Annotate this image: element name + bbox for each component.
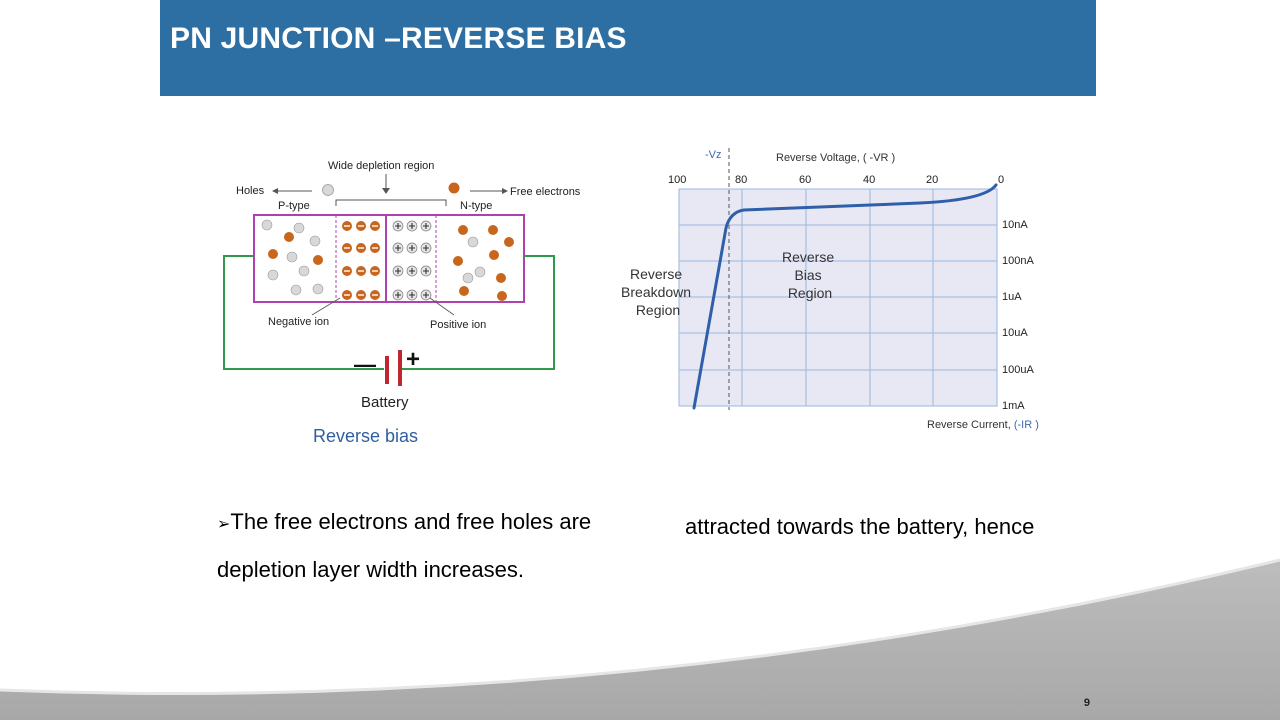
depletion-arrow-head <box>382 188 390 194</box>
battery-plus: + <box>406 346 420 373</box>
pn-junction-diagram: Wide depletion region Holes Free electro… <box>223 160 581 446</box>
x-tick-20: 20 <box>926 174 938 186</box>
bullet-icon: ➢ <box>217 514 231 533</box>
y-tick-10na: 10nA <box>1002 219 1028 231</box>
hole-legend <box>322 184 334 196</box>
vz-label: -Vz <box>705 149 722 161</box>
negative-ion-label: Negative ion <box>268 316 329 328</box>
bias-label-line2: Bias <box>794 267 821 283</box>
reverse-curve <box>692 183 998 410</box>
breakdown-label-line2: Breakdown <box>621 284 691 300</box>
x-tick-60: 60 <box>799 174 811 186</box>
y-tick-100ua: 100uA <box>1002 364 1034 376</box>
electrons-arrow-head <box>502 188 508 194</box>
swoosh-highlight <box>0 558 1280 695</box>
battery-cell-pos <box>398 350 402 386</box>
electron-legend <box>448 182 460 194</box>
y-axis-title: Reverse Current, (-IR ) <box>927 419 1039 431</box>
positive-ion-label: Positive ion <box>430 319 486 331</box>
y-tick-100na: 100nA <box>1002 255 1034 267</box>
y-tick-1ua: 1uA <box>1002 291 1022 303</box>
breakdown-region-label: Reverse Breakdown Region <box>621 266 695 318</box>
positive-ion-signs <box>395 223 429 298</box>
circuit-wire-right <box>400 255 555 370</box>
x-tick-100: 100 <box>668 174 686 186</box>
p-region-carriers <box>261 219 324 296</box>
wide-depletion-label: Wide depletion region <box>328 160 434 172</box>
y-tick-1ma: 1mA <box>1002 400 1025 412</box>
body-line-2: depletion layer width increases. <box>217 557 524 583</box>
reverse-bias-caption: Reverse bias <box>313 426 418 446</box>
free-electrons-label: Free electrons <box>510 186 581 198</box>
reverse-characteristic-graph: -Vz Reverse Voltage, ( -VR ) 100 80 60 4… <box>621 148 1039 431</box>
bias-region-label: Reverse Bias Region <box>782 249 838 301</box>
battery-minus: — <box>354 352 376 377</box>
battery-label: Battery <box>361 394 409 411</box>
holes-label: Holes <box>236 185 265 197</box>
swoosh-shape <box>0 560 1280 720</box>
plot-grid <box>679 189 997 406</box>
negative-ions <box>342 221 380 300</box>
battery-cell-neg <box>385 356 389 384</box>
x-axis-title: Reverse Voltage, ( -VR ) <box>776 152 895 164</box>
n-region-carriers <box>453 225 514 301</box>
breakdown-label-line1: Reverse <box>630 266 682 282</box>
bottom-swoosh <box>0 558 1280 720</box>
circuit-wire-left <box>223 255 384 370</box>
y-axis-title-sub: (-IR ) <box>1014 419 1039 431</box>
n-type-label: N-type <box>460 200 492 212</box>
body-text-2: depletion layer width increases. <box>217 557 524 582</box>
title-bar: PN JUNCTION –REVERSE BIAS <box>160 0 1096 96</box>
negative-ion-pointer <box>311 297 341 316</box>
x-tick-80: 80 <box>735 174 747 186</box>
x-tick-40: 40 <box>863 174 875 186</box>
body-text-1a: The free electrons and free holes are <box>230 509 592 534</box>
x-tick-0: 0 <box>998 174 1004 186</box>
p-type-label: P-type <box>278 200 310 212</box>
bias-label-line1: Reverse <box>782 249 834 265</box>
holes-arrow-head <box>272 188 278 194</box>
body-line-1b: attracted towards the battery, hence <box>685 514 1034 540</box>
page-number: 9 <box>1083 697 1090 709</box>
y-axis-title-main: Reverse Current, <box>927 419 1011 431</box>
positive-ion-pointer <box>429 297 455 316</box>
body-line-1a: ➢The free electrons and free holes are <box>217 509 591 535</box>
bias-label-line3: Region <box>788 285 832 301</box>
depletion-bracket <box>335 199 447 206</box>
breakdown-label-line3: Region <box>636 302 680 318</box>
page-title: PN JUNCTION –REVERSE BIAS <box>170 22 627 55</box>
y-tick-10ua: 10uA <box>1002 327 1028 339</box>
body-text-1b: attracted towards the battery, hence <box>685 514 1035 539</box>
